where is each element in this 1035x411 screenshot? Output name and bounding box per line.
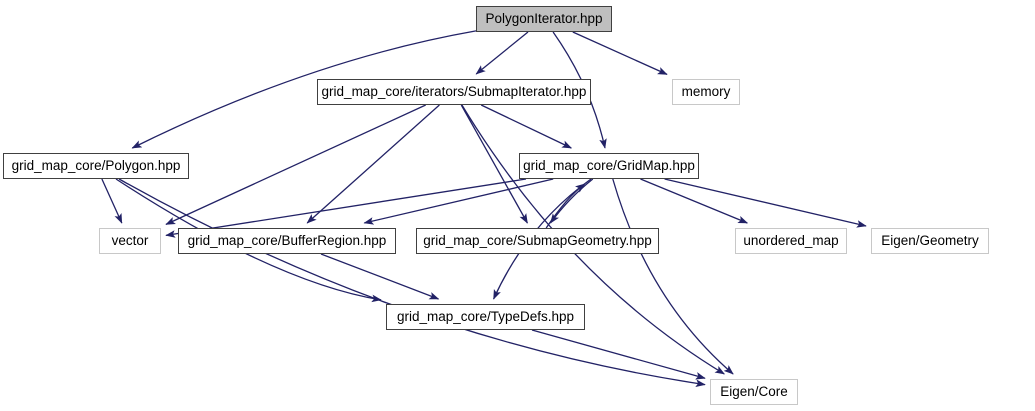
graph-edge-typedefs-to-eigen_core <box>531 329 706 380</box>
graph-edge-gridmap-to-eigen_geometry <box>664 178 867 228</box>
graph-edge-gridmap-to-bufferregion <box>363 178 554 225</box>
graph-node-vector[interactable]: vector <box>99 228 161 254</box>
graph-node-label: grid_map_core/BufferRegion.hpp <box>187 233 387 249</box>
graph-node-label: vector <box>111 233 149 249</box>
graph-edge-submapgeometry-to-gridmap <box>545 183 586 229</box>
graph-node-memory[interactable]: memory <box>672 79 740 105</box>
graph-node-submapiterator[interactable]: grid_map_core/iterators/SubmapIterator.h… <box>317 79 591 105</box>
graph-node-gridmap[interactable]: grid_map_core/GridMap.hpp <box>519 153 699 179</box>
graph-node-bufferregion[interactable]: grid_map_core/BufferRegion.hpp <box>178 228 396 254</box>
graph-node-label: memory <box>681 84 731 100</box>
graph-node-label: grid_map_core/Polygon.hpp <box>11 158 181 174</box>
graph-edge-bufferregion-to-typedefs <box>320 253 440 300</box>
graph-edge-gridmap-to-submapgeometry <box>549 178 594 224</box>
graph-edge-polygon-to-typedefs <box>115 178 382 303</box>
graph-edge-polygoniterator-to-memory <box>572 31 668 75</box>
graph-edge-polygoniterator-to-polygon <box>131 30 477 149</box>
graph-edge-polygoniterator-to-submapiterator <box>475 31 529 75</box>
graph-node-label: unordered_map <box>743 233 839 249</box>
graph-edge-gridmap-to-eigen_core <box>612 178 734 375</box>
graph-node-typedefs[interactable]: grid_map_core/TypeDefs.hpp <box>386 304 585 330</box>
graph-node-label: grid_map_core/GridMap.hpp <box>523 158 695 174</box>
graph-node-label: Eigen/Geometry <box>881 233 979 249</box>
graph-node-polygoniterator[interactable]: PolygonIterator.hpp <box>476 6 612 32</box>
graph-edge-submapiterator-to-vector <box>165 104 426 225</box>
graph-edge-gridmap-to-vector <box>165 178 527 238</box>
graph-node-label: grid_map_core/iterators/SubmapIterator.h… <box>321 84 587 100</box>
graph-edge-polygon-to-vector <box>101 178 123 224</box>
graph-node-label: Eigen/Core <box>720 384 788 400</box>
graph-node-eigen_core[interactable]: Eigen/Core <box>710 379 798 405</box>
graph-edge-submapiterator-to-gridmap <box>480 104 573 149</box>
graph-node-submapgeometry[interactable]: grid_map_core/SubmapGeometry.hpp <box>416 228 659 254</box>
graph-node-label: PolygonIterator.hpp <box>485 11 603 27</box>
graph-edge-submapiterator-to-eigen_core <box>461 104 725 375</box>
graph-edge-gridmap-to-unordered_map <box>640 178 749 224</box>
graph-node-label: grid_map_core/SubmapGeometry.hpp <box>423 233 652 249</box>
graph-node-polygon[interactable]: grid_map_core/Polygon.hpp <box>3 153 189 179</box>
graph-node-eigen_geometry[interactable]: Eigen/Geometry <box>871 228 989 254</box>
graph-node-unordered_map[interactable]: unordered_map <box>735 228 847 254</box>
graph-edge-submapiterator-to-bufferregion <box>306 104 440 224</box>
graph-node-label: grid_map_core/TypeDefs.hpp <box>396 309 575 325</box>
graph-edge-submapiterator-to-submapgeometry <box>460 104 528 224</box>
